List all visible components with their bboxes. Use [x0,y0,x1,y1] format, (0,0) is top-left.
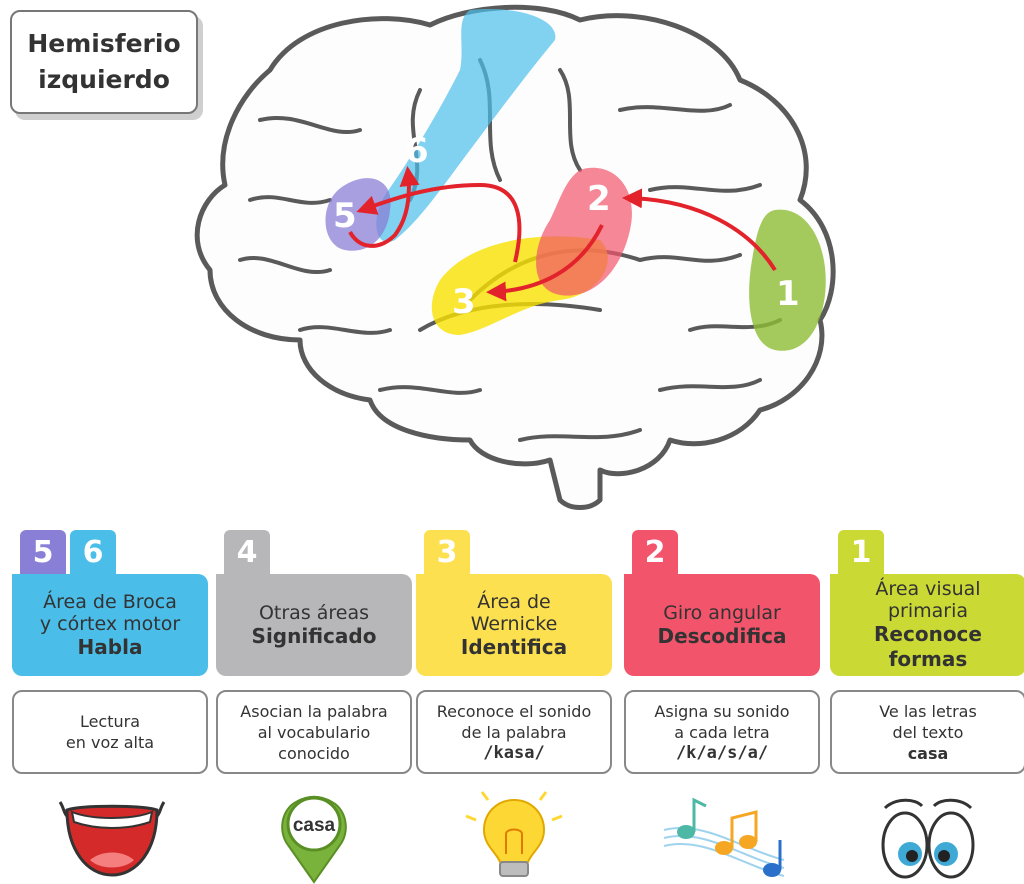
card-line: Área de [477,590,551,613]
desc-line: Asocian la palabra [240,701,388,721]
region-angular-gyrus [536,167,632,296]
desc-line: Lectura [79,712,141,731]
card-strong: Identifica [460,634,568,659]
desc-line: del texto [892,722,964,742]
desc-otras-areas: Asocian la palabra al vocabulario conoci… [216,690,412,774]
title-line-1: Hemisferio [27,29,181,58]
card-strong: Reconoce [874,622,982,646]
title-box: Hemisferio izquierdo [10,10,198,114]
card-line: y córtex motor [39,612,181,635]
card-broca: Área de Broca y córtex motor Habla [12,574,208,676]
brain-label-5: 5 [333,196,357,236]
column-area-visual: 1 Área visual primaria Reconoce formas V… [830,530,1024,879]
lightbulb-icon [465,790,563,877]
desc-line: Reconoce el sonido [436,701,592,721]
desc-line: de la palabra [461,722,567,742]
arrow-3-to-5 [356,182,522,263]
desc-phonetic: /kasa/ [483,742,545,763]
desc-wernicke: Reconoce el sonido de la palabra /kasa/ [416,690,612,774]
brain-label-6: 6 [405,131,429,171]
arrow-1-to-2 [622,188,777,272]
desc-line: Asigna su sonido [654,701,790,721]
tab-5: 5 [20,530,66,574]
card-strong: Habla [77,634,143,659]
desc-line: en voz alta [65,733,155,752]
column-wernicke: 3 Área de Wernicke Identifica Reconoce e… [416,530,612,877]
card-line: Área visual [875,578,981,600]
desc-strong: casa [907,743,949,763]
music-notes-icon [663,797,785,877]
tab-1: 1 [838,530,884,574]
card-strong: formas [888,647,968,671]
brain-label-1: 1 [776,274,800,314]
region-visual-cortex [749,209,826,351]
card-area-visual: Área visual primaria Reconoce formas [830,574,1024,676]
tab-4: 4 [224,530,270,574]
arrow-5-to-6 [348,166,420,248]
tab-6: 6 [70,530,116,574]
eyes-icon [881,798,975,879]
card-otras-areas: Otras áreas Significado [216,574,412,676]
region-motor-cortex [376,9,556,242]
brain-label-2: 2 [587,179,611,219]
map-pin-icon: casa [281,795,347,884]
card-line: Área de Broca [43,590,177,613]
desc-line: conocido [278,743,350,763]
card-wernicke: Área de Wernicke Identifica [416,574,612,676]
desc-line: al vocabulario [257,722,371,742]
tab-2: 2 [632,530,678,574]
desc-line: Ve las letras [879,701,977,721]
column-otras-areas: 4 Otras áreas Significado Asocian la pal… [216,530,412,884]
card-strong: Significado [251,623,377,648]
column-giro-angular: 2 Giro angular Descodifica Asigna su son… [624,530,820,877]
card-strong: Descodifica [657,623,787,648]
title-line-2: izquierdo [38,65,170,94]
card-giro-angular: Giro angular Descodifica [624,574,820,676]
card-line: Otras áreas [258,601,370,624]
card-line: Wernicke [470,612,558,635]
desc-phonetic: /k/a/s/a/ [675,742,769,763]
desc-broca: Lectura en voz alta [12,690,208,774]
card-line: primaria [887,600,969,622]
smiling-mouth-icon [58,801,166,877]
arrow-2-to-3 [486,224,604,302]
brain-label-3: 3 [452,282,476,322]
desc-giro-angular: Asigna su sonido a cada letra /k/a/s/a/ [624,690,820,774]
pin-text: casa [293,815,336,836]
tab-3: 3 [424,530,470,574]
desc-line: a cada letra [674,722,770,742]
desc-area-visual: Ve las letras del texto casa [830,690,1024,774]
column-broca: 5 6 Área de Broca y córtex motor Habla L… [12,530,208,877]
card-line: Giro angular [663,601,781,624]
brain-diagram: 6 5 2 3 1 [194,4,836,510]
